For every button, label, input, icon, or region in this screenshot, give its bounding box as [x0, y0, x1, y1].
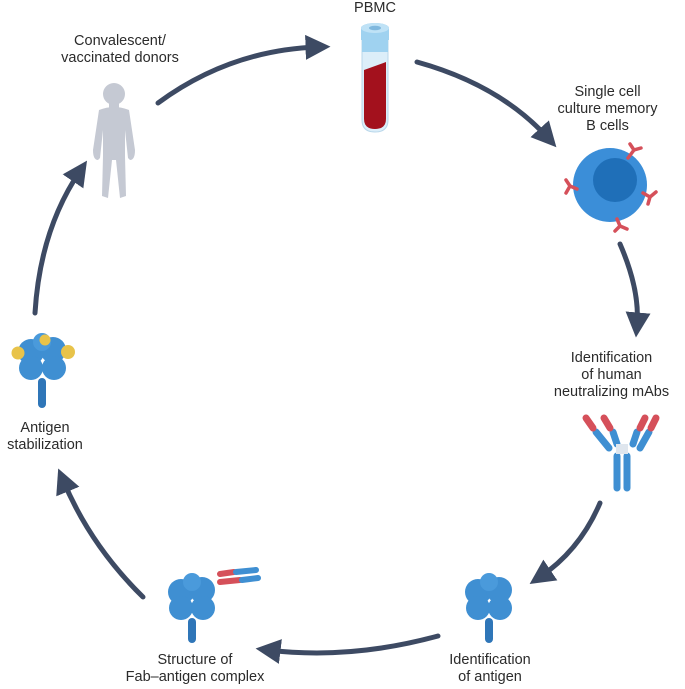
- label-line: Fab–antigen complex: [125, 669, 265, 685]
- label-line: PBMC: [354, 0, 396, 16]
- antigen-protein-icon: [465, 573, 512, 643]
- label-line: Single cell: [574, 84, 641, 100]
- label-line: vaccinated donors: [61, 50, 179, 66]
- cycle-arrows: [32, 34, 651, 664]
- label-line: Antigen: [20, 420, 70, 436]
- arrow-pbmc-to-bcells: [414, 59, 557, 148]
- arrow-donors-to-pbmc: [155, 34, 331, 106]
- label-structure: Structure of Fab–antigen complex: [110, 652, 280, 686]
- fab-complex-icon: [168, 567, 261, 643]
- label-line: Convalescent/: [74, 33, 166, 49]
- antibody-icon: [582, 414, 660, 492]
- label-line: Identification: [570, 350, 653, 366]
- human-figure-icon: [93, 83, 135, 198]
- arrow-structure-to-stabilization: [56, 468, 146, 600]
- arrow-mabs-to-antigen: [529, 500, 603, 584]
- arrow-bcells-to-mabs: [617, 241, 651, 338]
- label-stabilization: Antigen stabilization: [0, 420, 90, 454]
- label-line: culture memory: [557, 101, 658, 117]
- label-line: stabilization: [7, 437, 83, 453]
- label-line: Identification: [449, 652, 531, 668]
- blood-tube-icon: [361, 23, 389, 133]
- label-mabs: Identification of human neutralizing mAb…: [540, 350, 683, 401]
- label-donors: Convalescent/ vaccinated donors: [30, 33, 210, 67]
- arrow-stabilization-to-donors: [32, 160, 88, 316]
- label-antigen: Identification of antigen: [425, 652, 555, 686]
- b-cell-icon: [564, 142, 658, 233]
- label-bcells: Single cell culture memory B cells: [545, 84, 670, 135]
- label-line: of antigen: [458, 669, 522, 685]
- label-line: of human: [581, 367, 642, 383]
- label-line: Structure of: [157, 652, 233, 668]
- arrow-antigen-to-structure: [255, 633, 441, 664]
- label-line: B cells: [586, 118, 629, 134]
- label-pbmc: PBMC: [335, 0, 415, 17]
- stabilized-antigen-icon: [11, 333, 75, 408]
- label-line: neutralizing mAbs: [553, 384, 670, 400]
